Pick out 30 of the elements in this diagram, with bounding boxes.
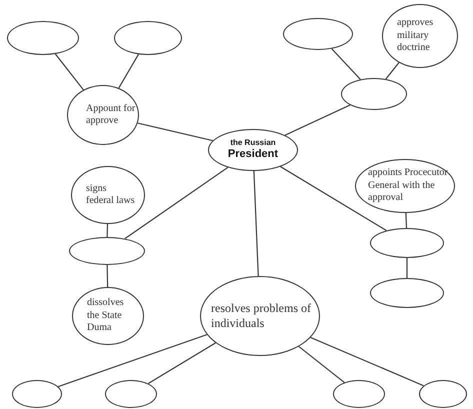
node-text: Appount for approve [86,102,136,128]
connector-line [54,54,84,90]
connector-line [148,342,216,384]
connector-line [284,104,350,136]
connector-line [406,258,408,278]
node-text: signs federal laws [86,182,136,208]
subtitle-text: the Russian [230,138,276,148]
connector-line [58,334,208,388]
connector-line [106,265,108,287]
node-text: approves military doctrine [397,17,434,55]
node-text: appoints Procecutor General with the approval [368,167,449,205]
connector-line [280,166,387,231]
connector-line [106,224,108,238]
connector-line [385,62,400,80]
node-text: resolves problems of individuals [211,301,312,331]
empty-ellipse [12,380,62,408]
empty-ellipse [333,380,385,408]
empty-ellipse [341,78,407,110]
connector-line [298,346,345,383]
empty-ellipse [105,380,157,408]
connector-line [138,122,213,142]
title-text: President [228,148,278,162]
node-text: dissolves the State Duma [87,297,125,335]
connector-line [310,337,424,386]
connector-line [405,212,408,228]
connector-line [253,170,259,276]
connector-line [124,166,228,240]
empty-ellipse [419,380,467,408]
connector-line [331,48,361,80]
connector-line [118,54,139,88]
